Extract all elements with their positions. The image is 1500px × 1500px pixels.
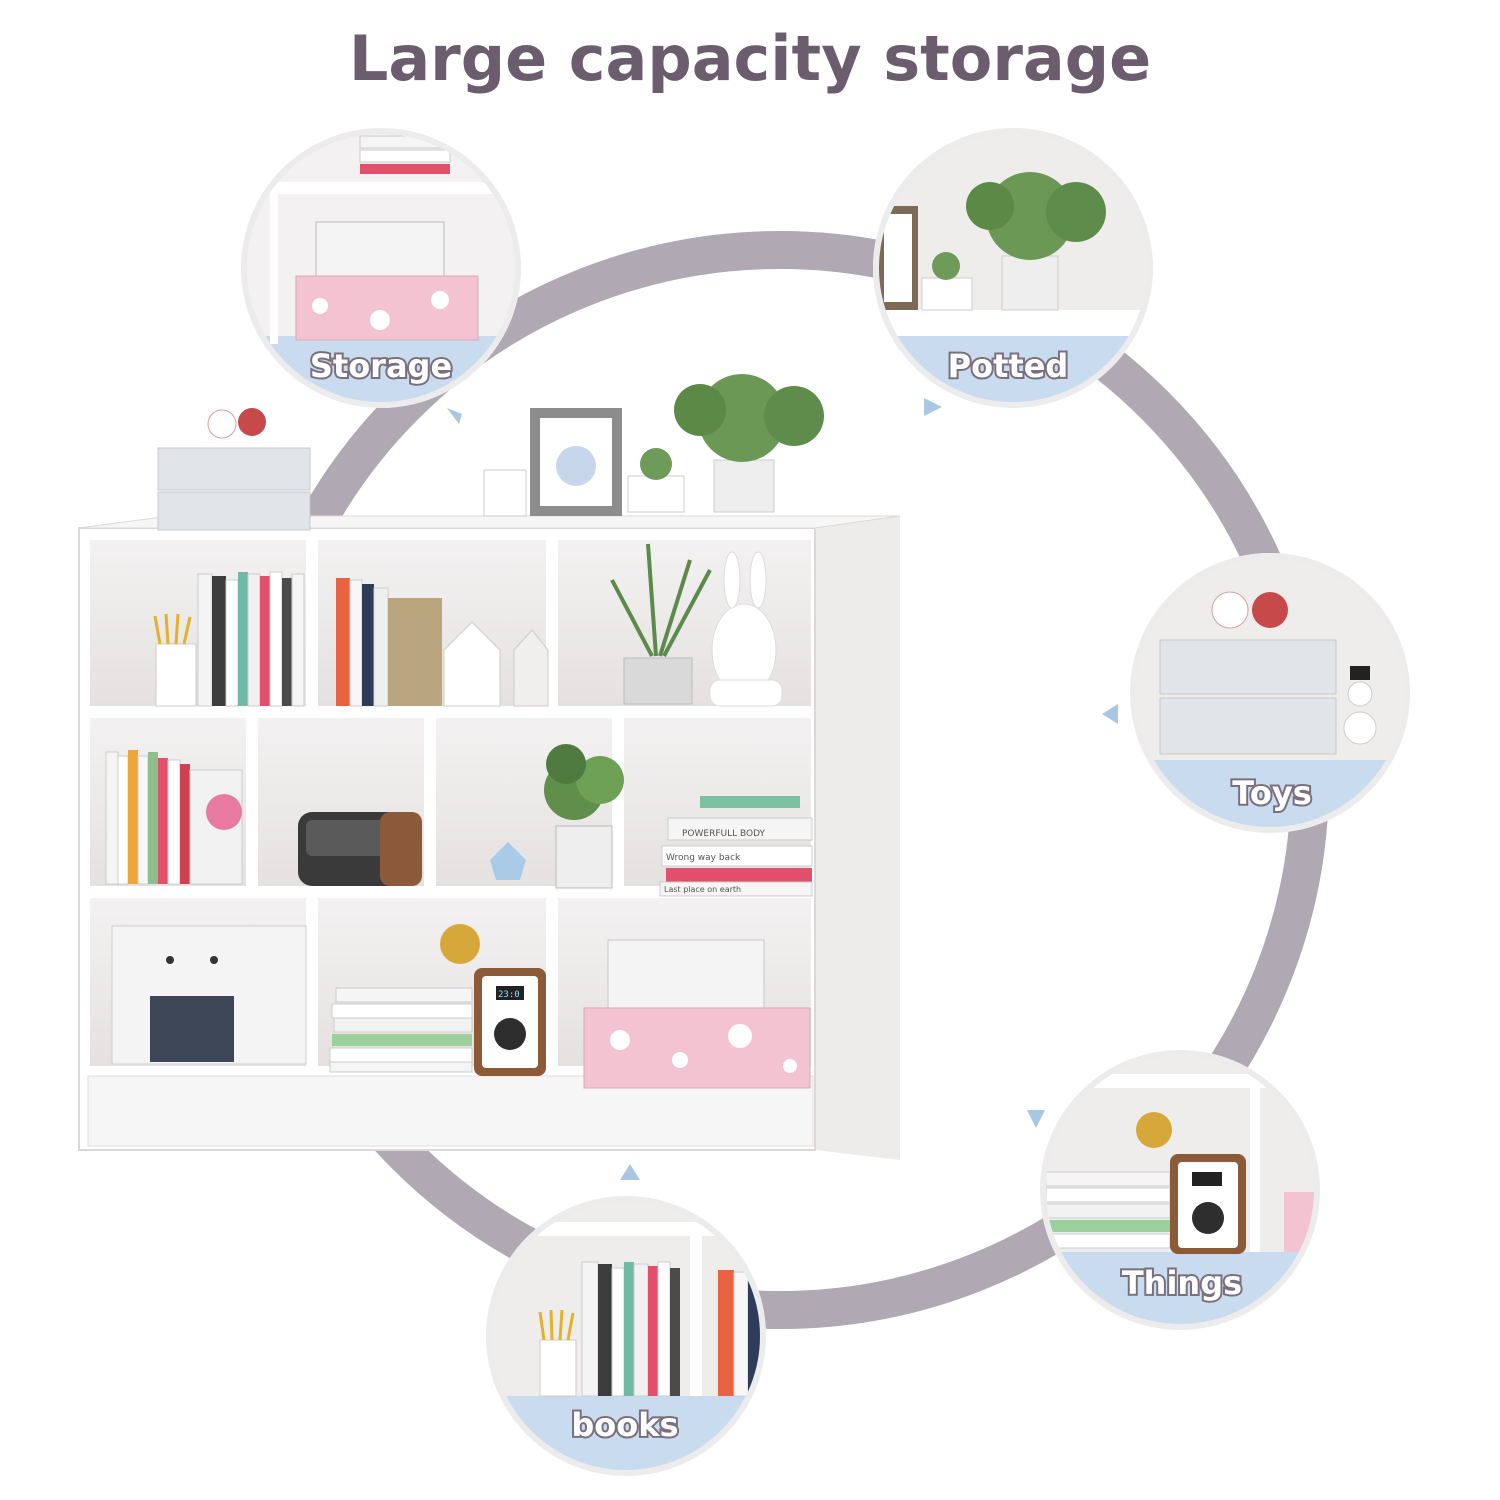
book-title: POWERFULL BODY <box>682 829 766 839</box>
pencil-holder-icon <box>483 469 527 517</box>
arrow-icon <box>447 408 462 424</box>
circle-things: Things <box>1040 1050 1320 1330</box>
picture-frame-icon <box>530 408 622 516</box>
house-decor-icon <box>443 621 549 707</box>
potted-plant-icon <box>1001 255 1059 311</box>
toy-boxes-icon <box>157 408 311 531</box>
circle-label-storage: Storage <box>310 347 452 385</box>
book-row-icon <box>336 578 442 707</box>
arrow-icon <box>924 398 942 416</box>
storage-boxes-icon <box>583 939 811 1089</box>
radio-display: 23:0 <box>498 990 520 1000</box>
radio-icon <box>298 812 422 886</box>
bookcase: POWERFULL BODY Wrong way back Last place… <box>78 374 901 1160</box>
book-stack-icon: POWERFULL BODY Wrong way back Last place… <box>659 796 813 897</box>
arrow-icon <box>1102 704 1118 724</box>
cat-basket-icon <box>111 925 307 1065</box>
bunny-lamp-icon <box>709 551 783 707</box>
arrow-icon <box>1027 1110 1045 1128</box>
potted-plant-icon <box>490 744 624 889</box>
book-stack-icon <box>329 987 473 1073</box>
arrow-icon <box>620 1164 640 1180</box>
speaker-radio-icon: 23:0 <box>440 924 546 1076</box>
book-row-icon <box>105 750 243 885</box>
circle-label-things: Things <box>1122 1264 1242 1302</box>
book-row-icon <box>197 571 305 707</box>
circle-label-toys: Toys <box>1232 774 1311 812</box>
pencil-cup-icon <box>153 613 197 707</box>
circle-books: books <box>486 1196 766 1476</box>
circle-toys: Toys <box>1130 553 1410 833</box>
circle-label-books: books <box>571 1406 678 1444</box>
book-title: Wrong way back <box>666 853 741 863</box>
toys-icon <box>1159 639 1337 695</box>
books-icon <box>581 1261 761 1397</box>
circle-storage: Storage <box>241 128 521 408</box>
potted-plant-icon <box>627 374 824 513</box>
page-title: Large capacity storage <box>348 22 1152 95</box>
circle-label-potted: Potted <box>948 347 1069 385</box>
storage-boxes-icon <box>315 221 445 277</box>
snake-plant-icon <box>610 543 712 705</box>
book-title: Last place on earth <box>664 885 741 894</box>
